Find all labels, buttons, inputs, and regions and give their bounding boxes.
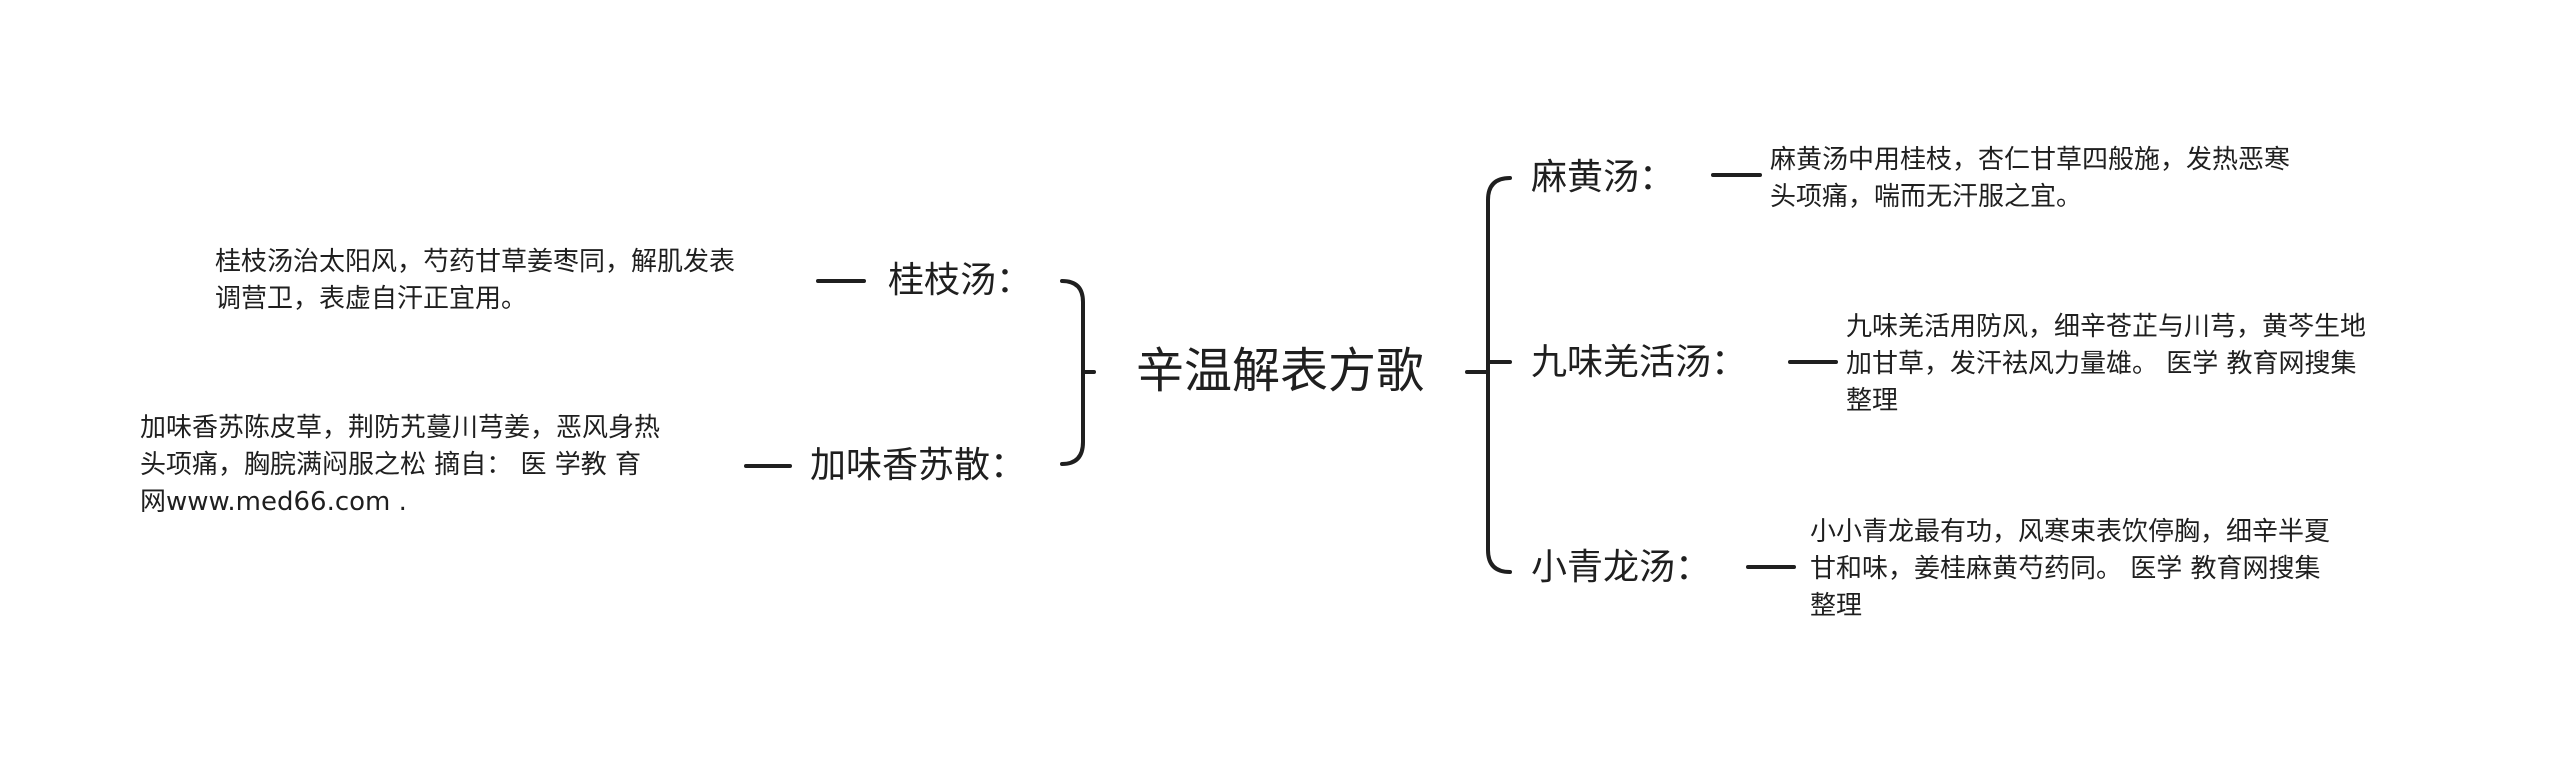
- leaf-line: 加味香苏陈皮草，荆防艽蔓川芎姜，恶风身热: [140, 413, 661, 443]
- leaf-mahuang-tang: 麻黄汤中用桂枝，杏仁甘草四般施，发热恶寒 头项痛，喘而无汗服之宜。: [1770, 142, 2290, 216]
- leaf-line: 加甘草，发汗祛风力量雄。 医学 教育网搜集: [1846, 349, 2357, 379]
- leaf-line: 九味羌活用防风，细辛苍芷与川芎，黄芩生地: [1846, 312, 2367, 342]
- branch-xiaoqinglong-tang[interactable]: 小青龙汤：: [1531, 547, 1712, 588]
- leaf-jiawei-xiangsu-san: 加味香苏陈皮草，荆防艽蔓川芎姜，恶风身热 头项痛，胸脘满闷服之松 摘自： 医 学…: [140, 410, 660, 521]
- leaf-line: 头项痛，胸脘满闷服之松 摘自： 医 学教 育: [140, 450, 642, 480]
- leaf-line: 小小青龙最有功，风寒束表饮停胸，细辛半夏: [1810, 517, 2331, 547]
- right-bracket: [1486, 176, 1512, 574]
- leaf-line: 网www.med66.com .: [140, 487, 407, 517]
- leaf-line: 整理: [1810, 591, 1863, 621]
- left-bracket: [1060, 279, 1085, 466]
- leaf-line: 麻黄汤中用桂枝，杏仁甘草四般施，发热恶寒: [1770, 145, 2291, 175]
- root-topic[interactable]: 辛温解表方歌: [1136, 343, 1425, 399]
- branch-mahuang-tang[interactable]: 麻黄汤：: [1531, 157, 1676, 198]
- branch-jiawei-xiangsu-san[interactable]: 加味香苏散：: [810, 445, 1027, 486]
- leaf-xiaoqinglong-tang: 小小青龙最有功，风寒束表饮停胸，细辛半夏 甘和味，姜桂麻黄芍药同。 医学 教育网…: [1810, 514, 2330, 625]
- leaf-guizhi-tang: 桂枝汤治太阳风，芍药甘草姜枣同，解肌发表 调营卫，表虚自汗正宜用。: [215, 244, 735, 318]
- leaf-line: 整理: [1846, 386, 1899, 416]
- branch-guizhi-tang[interactable]: 桂枝汤：: [888, 260, 1033, 301]
- leaf-line: 头项痛，喘而无汗服之宜。: [1770, 182, 2083, 212]
- leaf-line: 桂枝汤治太阳风，芍药甘草姜枣同，解肌发表: [215, 247, 736, 277]
- branch-jiuwei-qianghuo-tang[interactable]: 九味羌活汤：: [1531, 342, 1748, 383]
- leaf-line: 调营卫，表虚自汗正宜用。: [215, 284, 528, 314]
- leaf-line: 甘和味，姜桂麻黄芍药同。 医学 教育网搜集: [1810, 554, 2321, 584]
- leaf-jiuwei-qianghuo-tang: 九味羌活用防风，细辛苍芷与川芎，黄芩生地 加甘草，发汗祛风力量雄。 医学 教育网…: [1846, 309, 2366, 420]
